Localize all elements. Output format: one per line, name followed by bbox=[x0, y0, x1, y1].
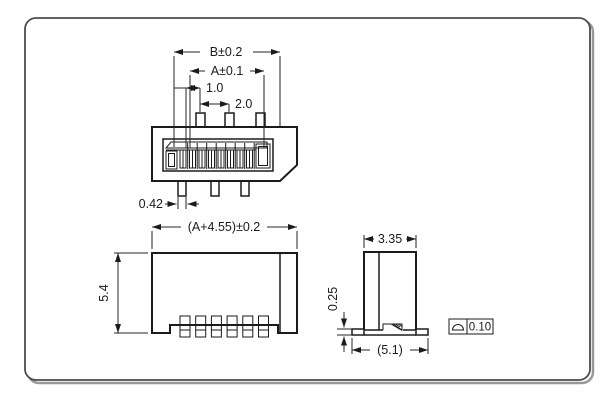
coplanarity-callout: 0.10 bbox=[448, 318, 494, 335]
front-pin bbox=[258, 315, 269, 338]
front-pin bbox=[210, 315, 222, 338]
dim-label-pin-pitch: 2.0 bbox=[235, 97, 252, 111]
top-view: B±0.2 A±0.1 1.0 2.0 bbox=[139, 45, 298, 211]
bottom-pin bbox=[177, 180, 187, 197]
dim-label-coplanarity: 0.10 bbox=[469, 322, 491, 334]
contact-teeth bbox=[179, 143, 255, 169]
front-pin bbox=[179, 315, 191, 338]
hatch-line-2 bbox=[398, 323, 403, 327]
dim-footprint-width: (5.1) bbox=[351, 338, 429, 357]
dim-label-foot-height: 0.25 bbox=[326, 287, 340, 311]
top-view-slot bbox=[162, 138, 274, 172]
slot-left-block-inner bbox=[168, 153, 175, 167]
dim-edge-offset: 1.0 bbox=[174, 81, 223, 148]
top-pin bbox=[224, 112, 235, 128]
dim-depth: 3.35 bbox=[363, 232, 417, 248]
contact-tail-profile bbox=[382, 323, 403, 331]
callout-frame bbox=[448, 318, 494, 335]
slot-right-block bbox=[255, 143, 271, 169]
dim-label-body-height: 5.4 bbox=[97, 284, 111, 301]
contact-tail-hatch-triangle bbox=[391, 323, 403, 331]
front-pin bbox=[226, 315, 238, 338]
bottom-pins bbox=[177, 180, 250, 197]
actuator-bar bbox=[164, 141, 268, 149]
slot-left-block bbox=[165, 150, 178, 170]
side-view-body bbox=[363, 251, 417, 330]
dim-label-contact-span: A±0.1 bbox=[211, 64, 244, 78]
top-pin bbox=[255, 112, 266, 128]
top-pin bbox=[195, 112, 206, 128]
top-pins bbox=[195, 112, 266, 128]
slot-right-block-inner bbox=[258, 146, 268, 166]
dim-label-pin-width: 0.42 bbox=[139, 197, 163, 211]
dim-foot-height: 0.25 bbox=[326, 287, 352, 352]
side-foot-left bbox=[351, 328, 365, 336]
dim-body-height: 5.4 bbox=[97, 252, 148, 334]
page-border bbox=[24, 17, 591, 381]
bottom-pin bbox=[240, 180, 250, 197]
dim-body-width: (A+4.55)±0.2 bbox=[151, 220, 298, 249]
dim-overall-width: B±0.2 bbox=[173, 45, 281, 147]
front-pins bbox=[179, 315, 269, 338]
dim-pin-pitch: 2.0 bbox=[200, 97, 252, 112]
dim-label-footprint-width: (5.1) bbox=[377, 343, 403, 357]
dim-label-body-width: (A+4.55)±0.2 bbox=[188, 220, 261, 234]
front-pin bbox=[242, 315, 254, 338]
dim-label-depth: 3.35 bbox=[378, 232, 402, 246]
front-pin bbox=[195, 315, 207, 338]
front-view: (A+4.55)±0.2 5.4 bbox=[97, 220, 298, 338]
dim-label-edge-offset: 1.0 bbox=[206, 81, 223, 95]
bottom-pin bbox=[210, 180, 220, 197]
side-view: 3.35 0.25 (5.1) 0.10 bbox=[326, 232, 494, 357]
dim-pin-width: 0.42 bbox=[139, 197, 199, 211]
side-foot-right bbox=[415, 328, 429, 336]
profile-of-surface-icon bbox=[451, 324, 465, 331]
top-view-body bbox=[151, 126, 298, 182]
dim-label-overall-width: B±0.2 bbox=[210, 45, 243, 59]
front-view-body bbox=[151, 252, 298, 334]
hatch-line-1 bbox=[395, 323, 401, 328]
